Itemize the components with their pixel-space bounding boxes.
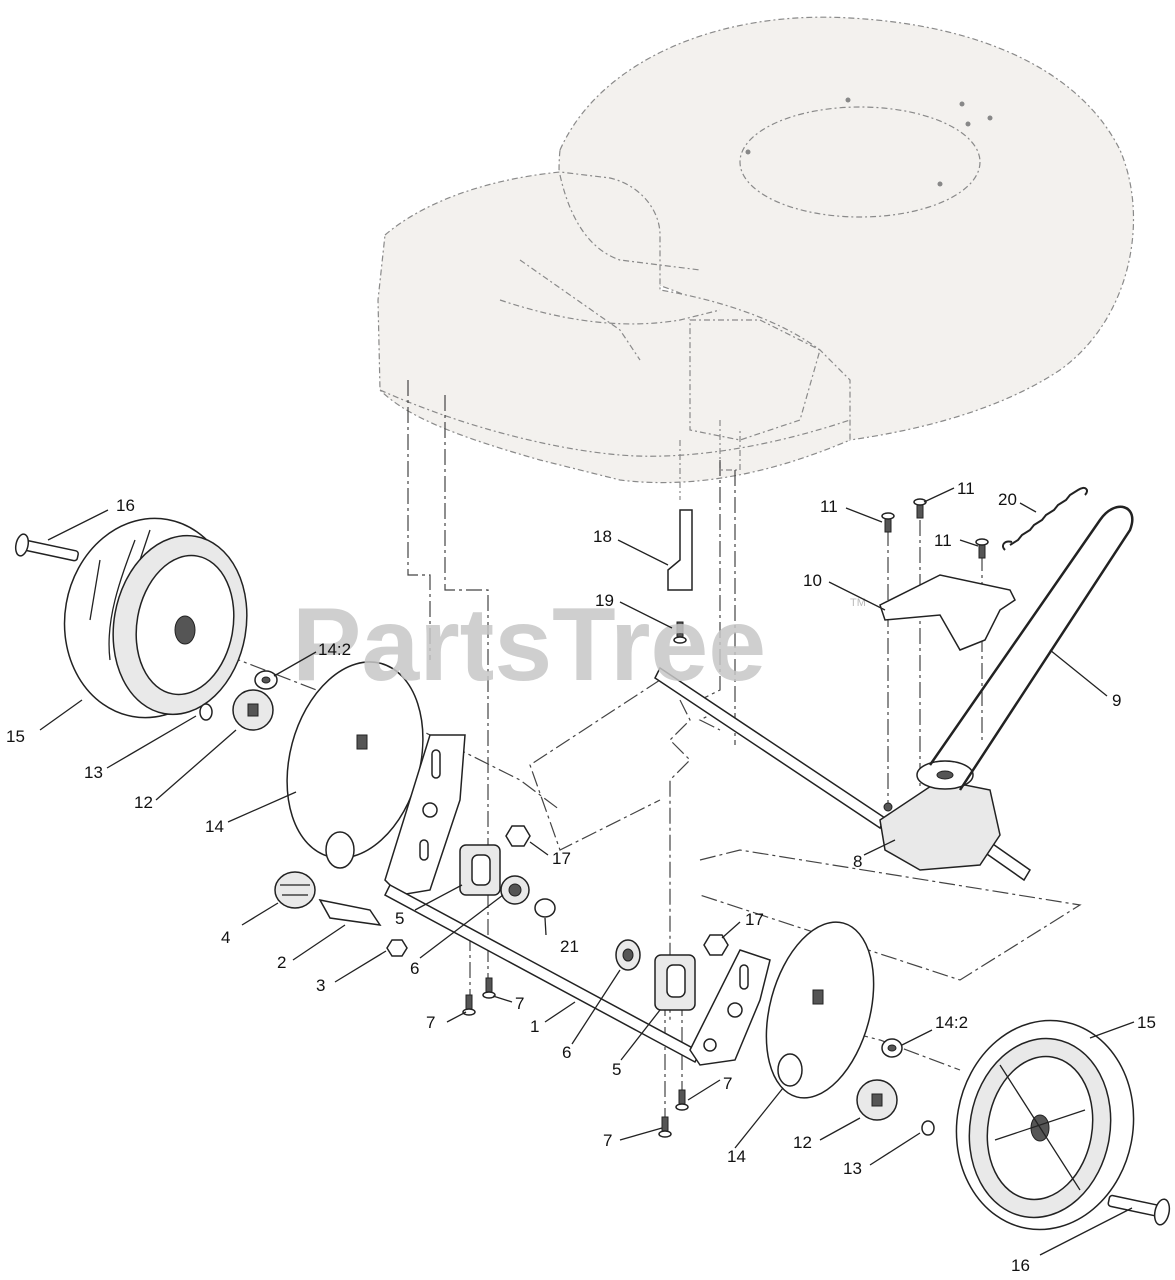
- callout-18: 18: [593, 527, 612, 546]
- callout-11-c: 11: [934, 531, 952, 550]
- callout-19: 19: [595, 591, 614, 610]
- callout-14-2-left: 14:2: [318, 640, 351, 659]
- callout-7-d: 7: [603, 1131, 612, 1150]
- callout-14-left: 14: [205, 817, 224, 836]
- callout-13-right: 13: [843, 1159, 862, 1178]
- callout-7-c: 7: [723, 1074, 732, 1093]
- right-height-bracket: [654, 949, 771, 1066]
- callout-11-b: 11: [957, 479, 975, 498]
- mower-deck-phantom: [377, 16, 1135, 500]
- tension-spring: [1002, 486, 1088, 551]
- callout-3: 3: [316, 976, 325, 995]
- height-adjust-knob: [274, 871, 316, 909]
- callout-1: 1: [530, 1017, 539, 1036]
- callout-16-right: 16: [1011, 1256, 1030, 1275]
- lever-nut: [386, 939, 408, 957]
- belt-guide-bracket: [879, 574, 1016, 651]
- right-retaining-ring: [921, 1120, 935, 1136]
- right-axle-bolt: [1107, 1194, 1171, 1226]
- height-lever: [318, 898, 382, 926]
- callout-17-right: 17: [745, 910, 764, 929]
- left-nut: [505, 825, 531, 847]
- transmission: [879, 760, 1001, 871]
- right-bearing: [615, 939, 641, 971]
- callout-13-left: 13: [84, 763, 103, 782]
- left-axle-bolt: [14, 533, 79, 562]
- screw-19: [673, 621, 687, 644]
- watermark: PartsTree: [292, 587, 766, 703]
- callout-12-right: 12: [793, 1133, 812, 1152]
- callout-15-right: 15: [1137, 1013, 1156, 1032]
- right-wheel: [955, 1019, 1135, 1231]
- cable-bracket: [667, 509, 693, 591]
- callout-8: 8: [853, 852, 862, 871]
- callout-6-right: 6: [562, 1043, 571, 1062]
- callout-17-left: 17: [552, 849, 571, 868]
- callout-labels: 16 18 19 11 11 11 20 10 9 14:2 15 13 12 …: [6, 479, 1156, 1275]
- bolts-11: [881, 498, 989, 559]
- callout-7-a: 7: [426, 1013, 435, 1032]
- left-bearing: [500, 875, 530, 905]
- callout-5-right: 5: [612, 1060, 621, 1079]
- watermark-tm: TM: [850, 597, 866, 609]
- callout-14-2-right: 14:2: [935, 1013, 968, 1032]
- left-height-bracket: [384, 734, 501, 896]
- leader-lines: [39, 487, 1135, 1256]
- left-retaining-ring: [199, 703, 213, 721]
- callout-11-a: 11: [820, 497, 838, 516]
- callout-15-left: 15: [6, 727, 25, 746]
- callout-16-left: 16: [116, 496, 135, 515]
- screws-7: [462, 977, 689, 1138]
- callout-9: 9: [1112, 691, 1121, 710]
- callout-5-left: 5: [395, 909, 404, 928]
- left-pinion-gear: [232, 689, 274, 731]
- right-nut: [703, 934, 729, 956]
- right-pinion-gear: [856, 1079, 898, 1121]
- right-gear-cover: [765, 921, 875, 1099]
- left-wheel: [63, 517, 248, 719]
- callout-20: 20: [998, 490, 1017, 509]
- callout-14-right: 14: [727, 1147, 746, 1166]
- thrust-washer: [534, 898, 556, 918]
- callout-12-left: 12: [134, 793, 153, 812]
- callout-6-left: 6: [410, 959, 419, 978]
- callout-21: 21: [560, 937, 579, 956]
- callout-4: 4: [221, 928, 230, 947]
- callout-10: 10: [803, 571, 822, 590]
- callout-7-b: 7: [515, 994, 524, 1013]
- drive-belt: [928, 505, 1134, 791]
- rear-axle: [384, 883, 701, 1064]
- callout-2: 2: [277, 953, 286, 972]
